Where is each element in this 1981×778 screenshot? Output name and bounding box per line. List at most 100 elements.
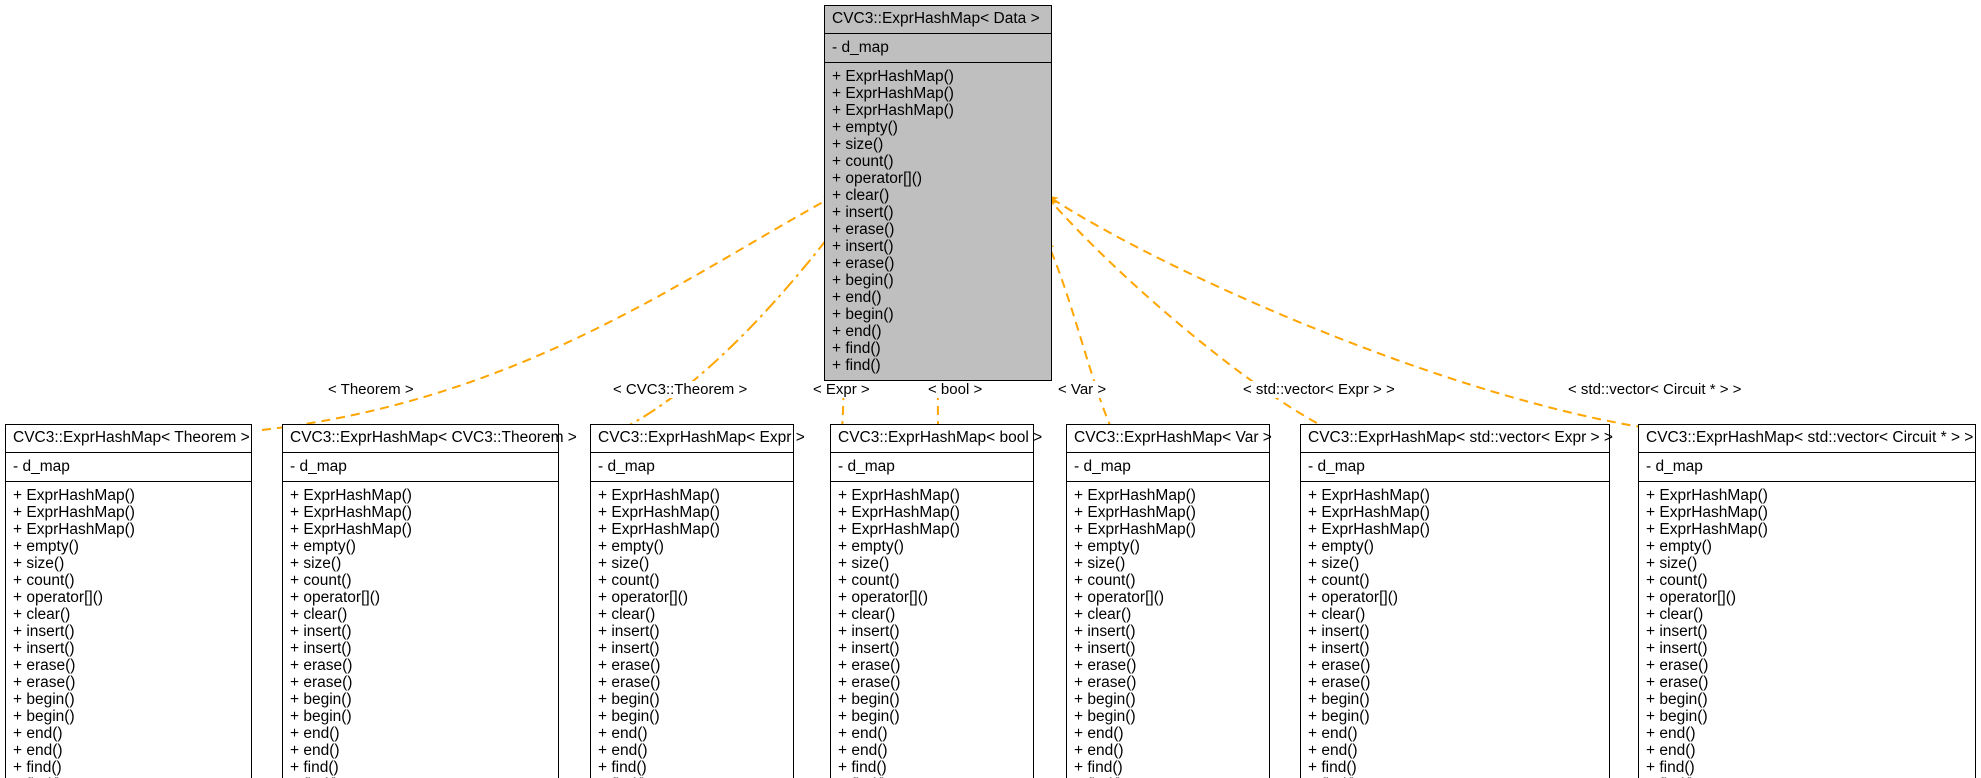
operation-item: + ExprHashMap() [1646, 520, 1768, 538]
operation-item: + ExprHashMap() [838, 503, 960, 521]
operation-item: + erase() [13, 656, 76, 674]
operation-item: + begin() [838, 707, 900, 725]
operation-item: + begin() [1074, 707, 1136, 725]
class-attributes: - d_map [591, 453, 793, 482]
attribute-item: - d_map [13, 457, 70, 475]
class-operations-base: + ExprHashMap()+ ExprHashMap()+ ExprHash… [825, 63, 1051, 380]
attribute-item: - d_map [290, 457, 347, 475]
operation-item: + erase() [832, 254, 895, 272]
class-attributes-base: - d_map [825, 34, 1051, 63]
operation-item: + ExprHashMap() [1074, 520, 1196, 538]
operation-item: + insert() [832, 203, 894, 221]
operation-item: + operator[]() [1074, 588, 1165, 606]
operation-item: + end() [290, 724, 340, 742]
class-operations: + ExprHashMap()+ ExprHashMap()+ ExprHash… [1067, 482, 1269, 778]
operation-item: + erase() [598, 656, 661, 674]
operation-item: + find() [1074, 776, 1262, 778]
attribute-item: - d_map [832, 38, 889, 56]
operation-item: + end() [1074, 724, 1124, 742]
operation-item: + ExprHashMap() [598, 486, 720, 504]
operation-item: + size() [290, 554, 342, 572]
operation-item: + erase() [290, 656, 353, 674]
operation-item: + count() [290, 571, 352, 589]
operation-item: + erase() [1308, 673, 1371, 691]
operation-item: + count() [1646, 571, 1708, 589]
operation-item: + end() [1308, 724, 1358, 742]
class-node-vector-circuit[interactable]: CVC3::ExprHashMap< std::vector< Circuit … [1638, 424, 1976, 778]
operation-item: + find() [1074, 758, 1123, 776]
edge-label-vector-expr: < std::vector< Expr > > [1240, 381, 1398, 398]
operation-item: + clear() [598, 605, 656, 623]
operation-item: + find() [1308, 776, 1602, 778]
operation-item: + erase() [1308, 656, 1371, 674]
class-node-expr[interactable]: CVC3::ExprHashMap< Expr > - d_map + Expr… [590, 424, 805, 778]
operation-item: + ExprHashMap() [1074, 486, 1196, 504]
operation-item: + find() [598, 776, 786, 778]
operation-item: + ExprHashMap() [13, 503, 135, 521]
class-title: CVC3::ExprHashMap< Expr > [591, 425, 805, 453]
operation-item: + begin() [290, 690, 352, 708]
operation-item: + begin() [1074, 690, 1136, 708]
operation-item: + end() [1074, 741, 1124, 759]
operation-item: + begin() [598, 690, 660, 708]
operation-item: + begin() [598, 707, 660, 725]
operation-item: + insert() [13, 639, 75, 657]
operation-item: + size() [1308, 554, 1360, 572]
operation-item: + end() [838, 724, 888, 742]
operation-item: + erase() [1646, 656, 1709, 674]
operation-item: + erase() [1646, 673, 1709, 691]
operation-item: + ExprHashMap() [1308, 503, 1430, 521]
operation-item: + begin() [13, 690, 75, 708]
operation-item: + ExprHashMap() [13, 520, 135, 538]
operation-item: + begin() [1646, 690, 1708, 708]
operation-item: + erase() [1074, 673, 1137, 691]
operation-item: + erase() [838, 673, 901, 691]
class-node-theorem[interactable]: CVC3::ExprHashMap< Theorem > - d_map + E… [5, 424, 252, 778]
class-attributes: - d_map [1067, 453, 1269, 482]
class-attributes: - d_map [1301, 453, 1609, 482]
operation-item: + empty() [598, 537, 664, 555]
operation-item: + ExprHashMap() [290, 486, 412, 504]
operation-item: + find() [1308, 758, 1357, 776]
operation-item: + ExprHashMap() [832, 84, 954, 102]
class-title: CVC3::ExprHashMap< std::vector< Circuit … [1639, 425, 1975, 453]
operation-item: + find() [598, 758, 647, 776]
operation-item: + begin() [832, 305, 894, 323]
operation-item: + count() [598, 571, 660, 589]
class-node-base[interactable]: CVC3::ExprHashMap< Data > - d_map + Expr… [824, 5, 1052, 381]
operation-item: + insert() [290, 639, 352, 657]
operation-item: + clear() [1646, 605, 1704, 623]
class-node-var[interactable]: CVC3::ExprHashMap< Var > - d_map + ExprH… [1066, 424, 1272, 778]
class-operations: + ExprHashMap()+ ExprHashMap()+ ExprHash… [6, 482, 251, 778]
operation-item: + end() [1308, 741, 1358, 759]
operation-item: + end() [598, 724, 648, 742]
operation-item: + size() [832, 135, 884, 153]
operation-item: + empty() [290, 537, 356, 555]
operation-item: + ExprHashMap() [838, 520, 960, 538]
operation-item: + insert() [598, 639, 660, 657]
operation-item: + insert() [290, 622, 352, 640]
class-title: CVC3::ExprHashMap< bool > [831, 425, 1042, 453]
operation-item: + end() [13, 741, 63, 759]
operation-item: + ExprHashMap() [598, 503, 720, 521]
class-node-vector-expr[interactable]: CVC3::ExprHashMap< std::vector< Expr > >… [1300, 424, 1613, 778]
edge-label-vector-circuit: < std::vector< Circuit * > > [1565, 381, 1745, 398]
operation-item: + erase() [838, 656, 901, 674]
edge-label-expr: < Expr > [810, 381, 873, 398]
class-node-cvc3-theorem[interactable]: CVC3::ExprHashMap< CVC3::Theorem > - d_m… [282, 424, 577, 778]
class-attributes: - d_map [6, 453, 251, 482]
operation-item: + operator[]() [838, 588, 929, 606]
class-node-bool[interactable]: CVC3::ExprHashMap< bool > - d_map + Expr… [830, 424, 1042, 778]
operation-item: + ExprHashMap() [1646, 486, 1768, 504]
operation-item: + end() [838, 741, 888, 759]
operation-item: + clear() [290, 605, 348, 623]
operation-item: + operator[]() [598, 588, 689, 606]
operation-item: + begin() [290, 707, 352, 725]
operation-item: + find() [832, 356, 881, 374]
operation-item: + ExprHashMap() [1646, 503, 1768, 521]
operation-item: + insert() [832, 237, 894, 255]
operation-item: + size() [598, 554, 650, 572]
operation-item: + ExprHashMap() [1308, 486, 1430, 504]
operation-item: + find() [13, 758, 62, 776]
